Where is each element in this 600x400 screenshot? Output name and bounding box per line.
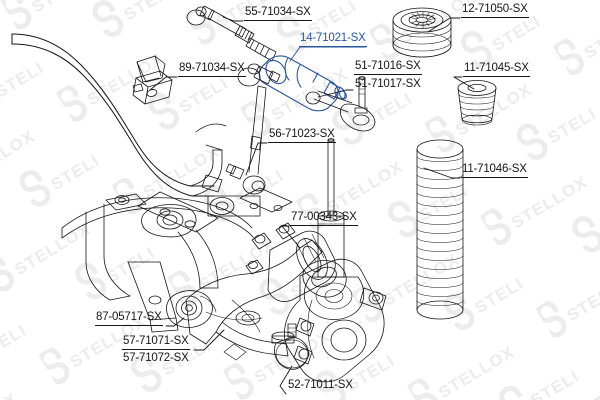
callout-77-00343-sx[interactable]: 77-00343-SX xyxy=(290,211,358,226)
callout-89-71034-sx[interactable]: 89-71034-SX xyxy=(178,62,246,77)
callout-87-05717-sx[interactable]: 87-05717-SX xyxy=(95,311,163,326)
callout-52-71011-sx[interactable]: 52-71011-SX xyxy=(288,379,353,391)
callout-11-71045-sx[interactable]: 11-71045-SX xyxy=(463,62,530,77)
callout-51-71017-sx[interactable]: 51-71017-SX xyxy=(355,78,421,90)
callout-12-71050-sx[interactable]: 12-71050-SX xyxy=(461,3,529,18)
callout-56-71023-sx[interactable]: 56-71023-SX xyxy=(268,128,336,143)
callout-14-71021-sx[interactable]: 14-71021-SX xyxy=(299,32,367,47)
callout-57-71072-sx[interactable]: 57-71072-SX xyxy=(123,352,189,364)
callout-51-71016-sx[interactable]: 51-71016-SX xyxy=(354,60,422,75)
callout-57-71071-sx[interactable]: 57-71071-SX xyxy=(122,335,190,350)
callout-55-71034-sx[interactable]: 55-71034-SX xyxy=(244,6,312,21)
callout-11-71046-sx[interactable]: 11-71046-SX xyxy=(461,163,528,178)
